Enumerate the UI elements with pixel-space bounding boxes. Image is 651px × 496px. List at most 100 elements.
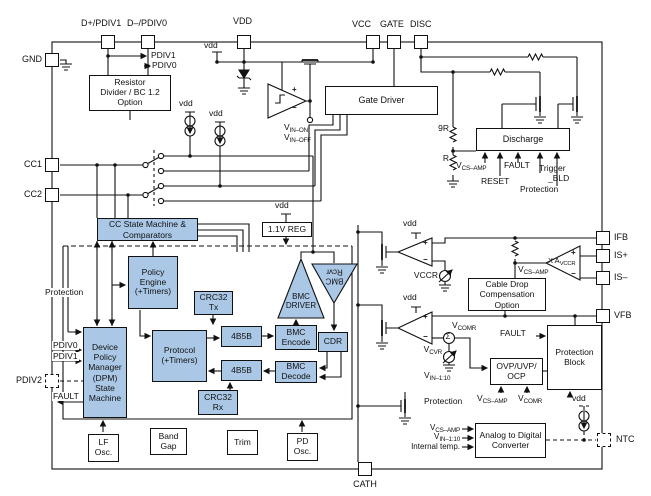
pin-pdiv2 [45,374,59,388]
block-ovp: OVP/UVP/ OCP [490,358,543,385]
amp-upper-minus: − [423,255,428,264]
discharge-mosfet-right-icon [557,57,583,128]
zener-diode-icon [236,62,252,95]
comparator-plus: + [292,85,297,94]
block-protocol: Protocol (+Timers) [152,330,207,382]
label-fault-mid: FAULT [500,328,526,338]
digital-enclosure [62,246,353,420]
vccr-ref-wire [432,260,446,271]
bmc-split [300,251,335,263]
label-vcomr-mid: VCOMR [452,320,477,332]
pin-is-plus-label: IS+ [614,250,628,260]
pin-cath [358,462,372,476]
ccsm-inputs [96,165,129,218]
amp-upper-vdd-tap [411,232,421,239]
pin-is-plus [596,249,610,263]
pin-ifb-label: IFB [614,232,629,242]
opamp-upper-icon [396,237,433,267]
pin-gnd-label: GND [22,54,42,64]
comparator-output-node [306,116,314,124]
label-reset: RESET [481,176,510,186]
pin-disc-label: DISC [410,19,432,29]
label-pdiv0-left: PDIV0 [52,340,79,350]
switch-levers [147,157,159,194]
label-vcs-amp-ovp: VCS–AMP [477,393,508,405]
pin-gnd [45,53,59,67]
gate-wrap-1 [163,115,334,172]
block-1v1-reg: 1.1V REG [262,222,312,237]
bmc-driver-label: BMC DRIVER [285,292,317,310]
block-lf-osc: LF Osc. [88,434,119,462]
ntc-current-source-icon [578,410,590,432]
pass-mosfet-icon [301,59,319,117]
vconn-mosfet-upper-icon [358,231,398,274]
resistor-icon-ifb [510,240,520,257]
block-adc: Analog to Digital Converter [475,423,546,458]
label-r: R [442,153,449,163]
label-vcvr: VCVR [423,344,443,356]
vconn-mosfet-lower-icon [358,304,398,350]
block-cc-state-machine: CC State Machine & Comparators [97,218,198,241]
block-pd-osc: PD Osc. [287,433,318,461]
block-bmc-decode: BMC Decode [275,361,317,383]
label-vdd-c: vdd [209,108,223,118]
pin-dplus-label: D+/PDIV1 [81,18,122,28]
schmitt-comparator-icon [267,83,308,119]
xavccr-minus: − [571,269,576,278]
label-vdd-b: vdd [179,98,193,108]
label-vdd-a: vdd [204,40,218,50]
xavccr-plus: + [571,248,576,257]
vdd-rail [212,48,395,86]
pin-disc [414,35,428,49]
label-vdd-d: vdd [275,200,289,210]
bmc-rcvr-triangle [311,263,358,305]
vcvr-source-icon [442,350,457,372]
label-vccr: VCCR [413,270,438,280]
pin-dplus [101,35,115,49]
pin-vdd-label: VDD [233,16,253,26]
label-vin110-adc: VIN–1:10 [434,432,460,443]
label-vcomr-ovp: VCOMR [518,393,543,405]
block-policy-engine: Policy Engine (+Timers) [128,256,178,309]
label-pdiv1-left: PDIV1 [52,351,79,361]
label-protection-left: Protection [44,287,85,297]
ifb-wire [432,237,596,244]
comparator-minus: − [292,103,297,112]
pe-protocol-arrow [139,310,152,340]
bmc-driver-triangle [277,257,325,319]
current-source-icon-1 [184,111,196,156]
r-ground-icon [447,175,459,188]
label-vcs-amp-mid: VCS–AMP [518,264,549,276]
label-fault-left: FAULT [52,391,80,401]
block-band-gap: Band Gap [150,428,187,455]
pin-ntc [597,433,611,447]
pin-gate-label: GATE [380,19,404,29]
resistor-icon-r [448,154,458,171]
bmc-rcvr-label: BMC Rcvr [325,267,344,286]
opamp-lower-icon [396,311,433,345]
amp-lower-plus: + [423,312,428,321]
amp-lower-vdd-tap [411,306,421,313]
pin-cc1 [45,158,59,172]
label-fault-discharge: FAULT [504,160,530,170]
label-protection-bottom: Protection [424,396,463,406]
block-cable-drop: Cable Drop Compensation Option [468,278,546,311]
ntc-dashed-network [546,405,596,441]
resistor-icon-disc-lower [489,67,506,77]
protection-mosfet-icon [358,392,411,425]
label-vcs-amp-discharge: VCS–AMP [456,160,487,172]
r-tap-wire [452,147,476,155]
discharge-mosfet-left-icon [501,72,546,128]
pin-dminus-label: D–/PDIV0 [127,18,168,28]
pin-pdiv2-label: PDIV2 [15,375,42,385]
pin-cc2-label: CC2 [23,189,42,199]
current-source-icon-2 [214,121,226,186]
label-trigger: Trigger [539,163,566,173]
junction-dots [95,54,586,442]
label-vdd-f: vdd [403,292,417,302]
label-vdd-e: vdd [403,218,417,228]
label-protection-discharge: Protection [520,184,559,194]
label-x-avccr: X AVCCR [548,256,576,267]
